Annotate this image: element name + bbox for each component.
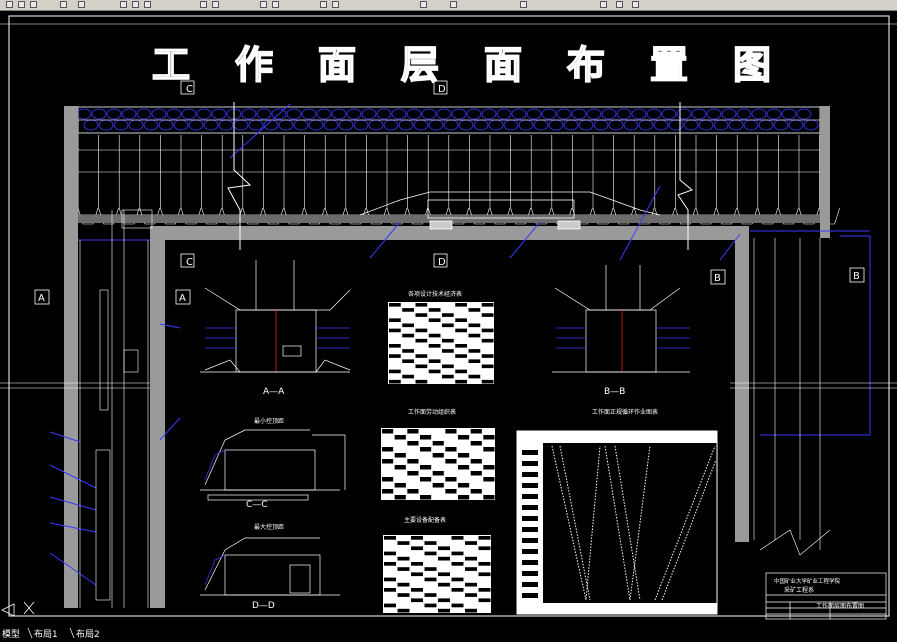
return-roadway — [730, 238, 897, 556]
svg-text:D: D — [438, 84, 446, 95]
pan-icon[interactable] — [260, 1, 267, 8]
labor-table-title: 工作面劳动组织表 — [408, 408, 456, 416]
support-table-title: 各项设计技术经济表 — [408, 290, 462, 298]
section-bb-drawing — [552, 265, 690, 373]
redo-icon[interactable] — [212, 1, 219, 8]
title-block-institution: 中国矿业大学矿业工程学院 — [774, 577, 841, 585]
save-icon[interactable] — [30, 1, 37, 8]
help-icon[interactable] — [520, 1, 527, 8]
new-file-icon[interactable] — [6, 1, 13, 8]
lineweight-icon[interactable] — [632, 1, 639, 8]
title-block — [765, 572, 887, 620]
undo-icon[interactable] — [200, 1, 207, 8]
section-mark-d-top: D — [433, 80, 448, 95]
cut-icon[interactable] — [120, 1, 127, 8]
title-char: 工 — [152, 43, 190, 87]
layer-icon[interactable] — [420, 1, 427, 8]
svg-text:A: A — [179, 293, 186, 304]
svg-text:B: B — [714, 273, 721, 284]
title-char: 置 — [650, 43, 688, 87]
section-dd-label: D—D — [252, 601, 275, 611]
equipment-table-title: 主要设备配备表 — [404, 516, 446, 524]
svg-text:布局1: 布局1 — [34, 628, 58, 638]
section-mark-b-right1: B — [710, 269, 726, 285]
section-mark-c-mid: C — [180, 253, 195, 268]
section-mark-a-left: A — [34, 289, 50, 305]
layer-state-icon[interactable] — [450, 1, 457, 8]
cycle-operation-chart — [516, 430, 718, 615]
paste-icon[interactable] — [144, 1, 151, 8]
section-aa-drawing — [200, 260, 351, 373]
drawing-border — [8, 15, 890, 617]
drawing-canvas[interactable]: 工作面层面布置图 C D — [0, 10, 897, 623]
copy-icon[interactable] — [132, 1, 139, 8]
tab-layout1[interactable]: 布局1 — [34, 628, 58, 640]
section-mark-d-mid: D — [433, 253, 448, 268]
labor-organization-table — [381, 428, 495, 500]
face-conveyor — [359, 191, 661, 230]
break-lines — [227, 102, 693, 250]
color-icon[interactable] — [600, 1, 607, 8]
zoom-icon[interactable] — [272, 1, 279, 8]
svg-text:B: B — [853, 271, 860, 282]
preview-icon[interactable] — [78, 1, 85, 8]
layout-tab-bar: 模型 布局1 布局2 — [0, 623, 897, 640]
drawing-title: 工作面层面布置图 — [151, 42, 772, 88]
properties-icon[interactable] — [320, 1, 327, 8]
section-cc-label: C—C — [246, 500, 268, 510]
svg-text:A: A — [38, 293, 45, 304]
title-char: 面 — [484, 43, 522, 87]
tab-layout2[interactable]: 布局2 — [76, 628, 100, 640]
haulage-roadway — [0, 209, 153, 608]
title-block-department: 采矿工程系 — [784, 586, 814, 594]
ucs-axis-icon — [1, 601, 35, 617]
title-char: 层 — [401, 43, 439, 87]
print-icon[interactable] — [60, 1, 67, 8]
svg-text:模型: 模型 — [2, 629, 20, 638]
section-bb-label: B—B — [604, 387, 625, 397]
title-char: 图 — [733, 43, 771, 87]
title-char: 布 — [567, 43, 605, 87]
max-control-section — [200, 537, 340, 596]
svg-text:布局2: 布局2 — [76, 628, 100, 638]
svg-text:C: C — [186, 257, 193, 268]
roadway-walls — [64, 106, 830, 608]
section-mark-b-right2: B — [849, 267, 865, 283]
max-section-title: 最大控顶距 — [254, 523, 284, 531]
title-char: 作 — [235, 43, 273, 87]
tab-model[interactable]: 模型 — [2, 629, 20, 640]
svg-text:C: C — [186, 84, 193, 95]
section-aa-label: A—A — [263, 387, 285, 397]
equipment-table — [383, 535, 491, 613]
linetype-icon[interactable] — [616, 1, 623, 8]
title-block-drawing-name: 工作面层面布置图 — [816, 602, 864, 610]
hydraulic-support-row — [77, 119, 840, 225]
leader-lines — [49, 103, 871, 586]
min-section-title: 最小控顶距 — [254, 417, 284, 425]
cycle-chart-title: 工作面正规循环作业图表 — [592, 408, 658, 416]
svg-text:D: D — [438, 257, 446, 268]
open-file-icon[interactable] — [18, 1, 25, 8]
min-control-section — [200, 429, 346, 501]
design-center-icon[interactable] — [332, 1, 339, 8]
toolbar — [0, 0, 897, 11]
support-design-table — [388, 302, 494, 384]
title-char: 面 — [318, 43, 356, 87]
section-mark-a-mid: A — [175, 289, 191, 305]
section-mark-c-top: C — [180, 80, 195, 95]
